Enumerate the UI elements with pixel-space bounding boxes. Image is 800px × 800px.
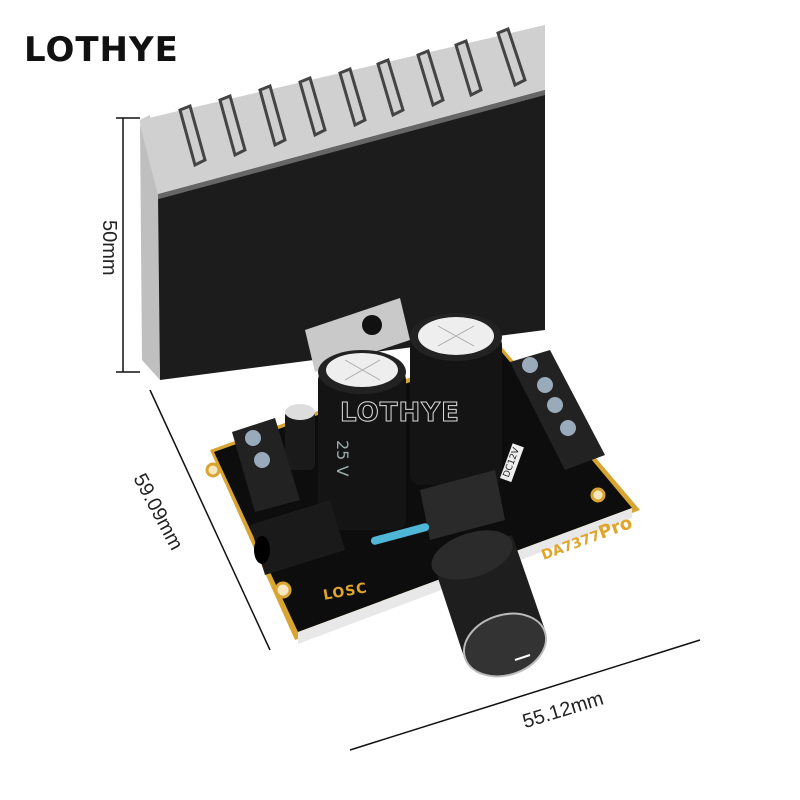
- dimension-lines: [116, 117, 701, 751]
- audio-jack: [250, 500, 345, 575]
- volume-knob: [420, 470, 548, 678]
- capacitor-label: 25 V: [333, 440, 352, 477]
- width-dimension-line: [349, 639, 701, 751]
- capacitor-right: [410, 313, 502, 485]
- heatsink: [140, 25, 545, 380]
- small-capacitor: [285, 404, 315, 470]
- speaker-terminal-block: [510, 350, 605, 470]
- brand-logo: LOTHYE: [24, 30, 179, 70]
- input-terminal-block: [232, 418, 300, 512]
- capacitor-left: [318, 350, 406, 530]
- mounting-holes: [205, 462, 606, 599]
- height-dimension: 50mm: [98, 220, 120, 276]
- resistor: [370, 523, 430, 545]
- power-ic: [305, 298, 410, 372]
- watermark: LOTHYE: [340, 398, 460, 429]
- depth-dimension-line: [149, 389, 271, 651]
